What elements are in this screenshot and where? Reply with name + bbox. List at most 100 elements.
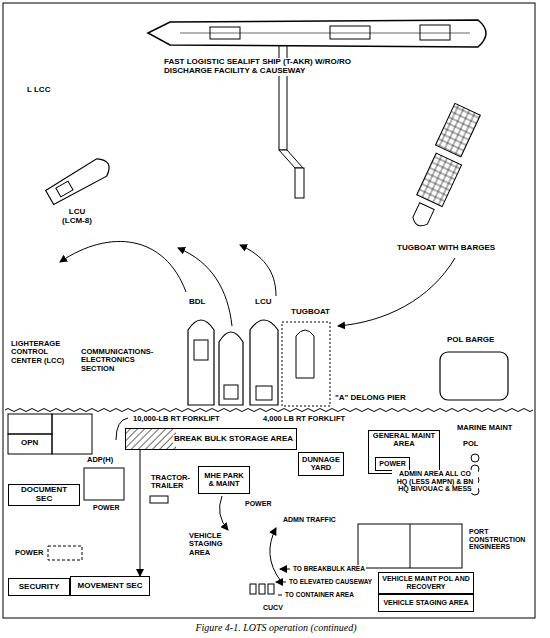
frame	[3, 3, 535, 618]
area-name: VEHICLE MAINT POL AND RECOVERY	[381, 575, 471, 590]
direction-arrow	[278, 595, 282, 596]
lcc-box	[8, 414, 52, 434]
area-label: LCU (LCM-8)	[56, 208, 98, 226]
route-arrow	[140, 450, 141, 576]
road	[116, 418, 128, 440]
delong-pier	[282, 322, 330, 406]
area-name: BREAK BULK STORAGE AREA	[173, 435, 294, 444]
area-label: POL	[462, 440, 479, 448]
area-box: VEHICLE STAGING AREA	[378, 594, 474, 612]
ship-deck	[330, 26, 370, 39]
lcu-hull	[45, 155, 113, 206]
tugboat	[296, 330, 314, 378]
area-divider	[410, 524, 411, 568]
pol-barge	[440, 352, 508, 400]
cucv-vehicle	[250, 584, 256, 594]
area-box: MOVEMENT SEC	[70, 576, 150, 596]
comms-box	[52, 414, 92, 454]
area-label: POWER	[92, 504, 120, 512]
area-name: DUNNAGE YARD	[301, 456, 341, 473]
tugboat	[411, 203, 434, 229]
area-box: DUNNAGE YARD	[298, 452, 344, 476]
shore-vessels	[188, 320, 508, 406]
vessel-route	[240, 245, 276, 296]
area-label: 4,000 LB RT FORKLIFT	[262, 415, 346, 423]
vessel-house	[194, 340, 208, 360]
direction-arrow	[276, 582, 286, 583]
area-label: TO ELEVATED CAUSEWAY	[288, 578, 373, 585]
ship-centerline	[180, 33, 470, 34]
area-label: LIGHTERAGE CONTROL CENTER (LCC)	[10, 340, 78, 365]
lcu-vessel	[250, 320, 278, 405]
area-label: ADMN TRAFFIC	[282, 516, 337, 524]
area-label: CUCV	[262, 604, 284, 612]
cucv-vehicle	[259, 584, 265, 594]
area-label: "A" DELONG PIER	[334, 394, 407, 403]
area-label: TO CONTAINER AREA	[284, 591, 355, 598]
barge	[436, 103, 481, 157]
area-name: SECURITY	[18, 583, 60, 592]
area-label: TO BREAKBULK AREA	[292, 565, 366, 572]
area-box: DOCUMENT SEC	[8, 484, 80, 506]
area-box: VEHICLE MAINT POL AND RECOVERY	[378, 572, 474, 594]
area-label: PORT CONSTRUCTION ENGINEERS	[468, 528, 534, 551]
cucv-vehicle	[268, 584, 274, 594]
direction-arrow	[280, 569, 290, 570]
bdl-vessel	[188, 320, 214, 405]
area-name: MHE PARK & MAINT	[201, 472, 247, 489]
area-box: MHE PARK & MAINT	[198, 466, 250, 494]
area-label: TUGBOAT	[290, 308, 331, 317]
area-label: MARINE MAINT	[456, 424, 513, 432]
figure-caption: Figure 4-1. LOTS operation (continued)	[0, 622, 550, 633]
opn-box	[8, 434, 52, 454]
area-box: SECURITY	[8, 578, 70, 596]
area-box: GENERAL MAINT AREA POWER	[368, 430, 440, 474]
lcu-vessel	[219, 332, 243, 405]
area-box: BREAK BULK STORAGE AREA	[125, 428, 297, 450]
admin-area-box	[358, 524, 462, 568]
area-name: GENERAL MAINT AREA	[371, 432, 437, 449]
area-label: POWER	[244, 500, 272, 508]
area-label: ADMIN AREA ALL CO HQ (LESS AMPN) & BN HQ…	[392, 470, 478, 493]
causeway-ramp	[279, 150, 303, 168]
area-label: FAST LOGISTIC SEALIFT SHIP (T-AKR) W/RO/…	[163, 58, 377, 76]
vessel-route	[60, 241, 186, 292]
shoreline	[5, 409, 533, 412]
area-label: ADP(H)	[86, 456, 114, 464]
vessel-route	[178, 248, 232, 326]
tug-with-barges	[402, 103, 484, 231]
power-box	[48, 546, 82, 560]
vessel-house	[224, 385, 238, 399]
lcu-boat	[45, 155, 113, 206]
area-label: LCU	[254, 298, 272, 307]
vessel-house	[256, 386, 272, 400]
shore-facilities	[8, 414, 479, 595]
area-label: TUGBOAT WITH BARGES	[396, 244, 496, 253]
vessel-route	[338, 258, 455, 326]
barge	[417, 153, 462, 207]
area-name: VEHICLE STAGING AREA	[382, 599, 469, 607]
area-label: BDL	[188, 298, 206, 307]
area-name: POWER	[378, 460, 406, 468]
storage-hatch	[126, 429, 176, 449]
ship-hull	[148, 20, 486, 47]
adp-box	[84, 468, 124, 500]
area-label: L LCC	[26, 86, 51, 95]
lcu-house	[56, 181, 73, 197]
area-label: COMMUNICATIONS- ELECTRONICS SECTION	[80, 348, 166, 373]
causeway	[295, 168, 304, 198]
area-label: OPN	[20, 439, 39, 448]
area-name: DOCUMENT SEC	[11, 486, 77, 504]
area-box: POWER	[375, 457, 410, 471]
traffic-route	[270, 528, 280, 580]
road	[220, 496, 228, 530]
area-label: POL BARGE	[446, 336, 495, 345]
area-label: POWER	[14, 549, 44, 557]
tractor-trailer	[150, 496, 168, 503]
ship-bridge	[420, 25, 450, 40]
area-name: MOVEMENT SEC	[77, 582, 144, 591]
area-label: 10,000-LB RT FORKLIFT	[132, 415, 221, 423]
area-label: VEHICLE STAGING AREA	[188, 532, 242, 557]
pol-tank	[471, 454, 479, 462]
